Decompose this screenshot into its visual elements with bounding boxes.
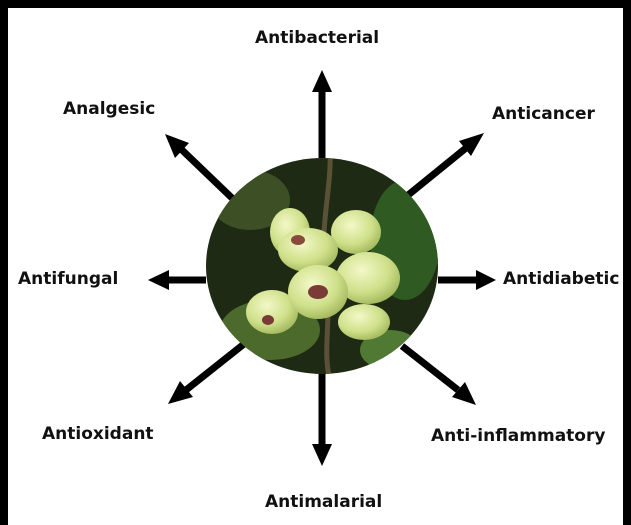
arrow-antimalarial — [312, 372, 332, 466]
arrow-antifungal — [148, 270, 206, 290]
label-antioxidant: Antioxidant — [42, 426, 154, 443]
arrow-antioxidant — [168, 344, 244, 404]
label-antimalarial: Antimalarial — [265, 494, 382, 511]
arrow-antibacterial — [312, 70, 332, 158]
label-antidiabetic: Antidiabetic — [503, 271, 619, 288]
arrow-anti-inflammatory — [402, 346, 476, 405]
arrow-antidiabetic — [438, 270, 496, 290]
label-anti-inflammatory: Anti-inflammatory — [431, 428, 605, 445]
label-antifungal: Antifungal — [18, 271, 118, 288]
label-antibacterial: Antibacterial — [255, 30, 379, 47]
label-analgesic: Analgesic — [63, 101, 155, 118]
arrow-analgesic — [165, 134, 232, 198]
arrow-anticancer — [402, 133, 484, 200]
label-anticancer: Anticancer — [492, 106, 595, 123]
